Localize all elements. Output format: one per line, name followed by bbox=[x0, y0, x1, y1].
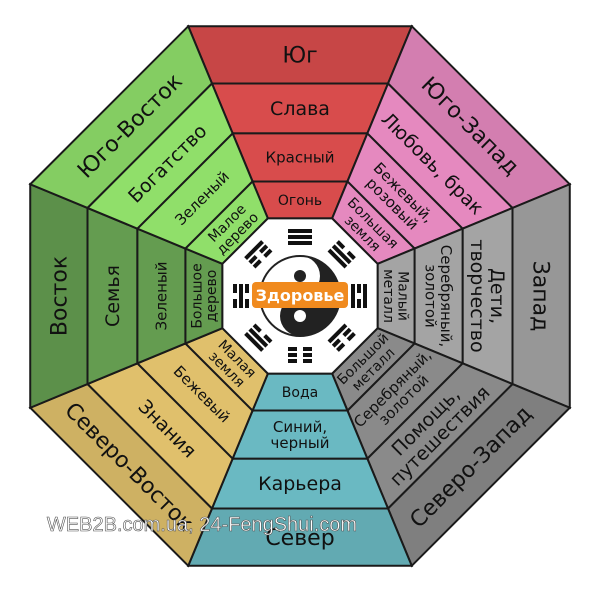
watermark: WEB2B.com.ua, 24-FengShui.com bbox=[47, 514, 357, 536]
trigrams bbox=[233, 229, 367, 363]
center-area: Здоровье bbox=[233, 229, 367, 363]
sector-west-label-2: Дети,творчество bbox=[466, 239, 508, 352]
center-label-background bbox=[252, 282, 348, 308]
sector-east-label-4: Большоедерево bbox=[189, 263, 220, 328]
trigram-icon bbox=[233, 284, 249, 308]
center-label: Здоровье bbox=[256, 286, 345, 305]
sector-west-label-3: Серебряный,золотой bbox=[421, 245, 455, 347]
sector-south-label-3: Красный bbox=[265, 149, 334, 167]
sector-east-label-2: Семья bbox=[102, 265, 124, 327]
trigram-icon bbox=[288, 229, 312, 245]
sector-west-label-1: Запад bbox=[527, 261, 552, 332]
sector-south-label-4: Огонь bbox=[278, 193, 322, 209]
trigram-icon bbox=[244, 240, 273, 269]
sector-east-label-1: Восток bbox=[48, 256, 73, 336]
sector-north-label-3: Синий,черный bbox=[270, 418, 329, 452]
sector-north-label-1: Север bbox=[265, 526, 334, 551]
sector-north-label-4: Вода bbox=[282, 385, 318, 401]
sector-east-label-3: Зеленый bbox=[153, 261, 171, 330]
trigram-icon bbox=[327, 323, 356, 352]
sector-south-label-2: Слава bbox=[270, 98, 330, 120]
sector-north: Север Карьера Синий,черный Вода bbox=[186, 372, 414, 567]
trigram-icon bbox=[244, 323, 273, 352]
trigram-icon bbox=[351, 284, 367, 308]
sector-south-label-1: Юг bbox=[282, 44, 317, 69]
sector-north-label-2: Карьера bbox=[258, 473, 342, 495]
sector-west-label-4: Малыйметалл bbox=[380, 269, 411, 323]
trigram-icon bbox=[288, 347, 312, 363]
sector-northwest: Северо-ЗападПомощь,путешествияСеребряный… bbox=[330, 326, 572, 568]
trigram-icon bbox=[327, 240, 356, 269]
